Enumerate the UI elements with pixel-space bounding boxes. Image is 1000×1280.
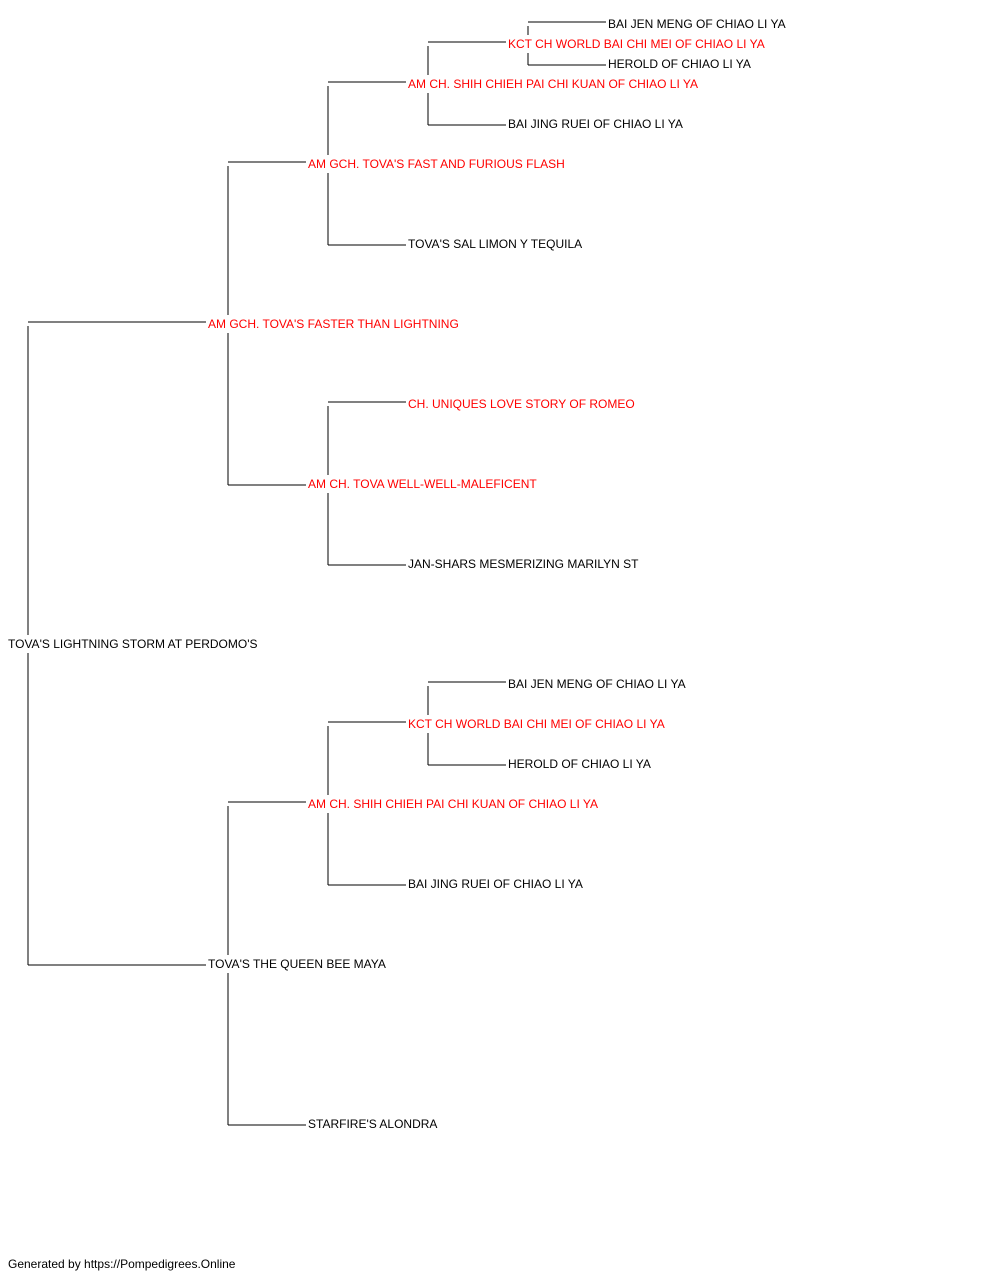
dog-name-sire: AM GCH. TOVA'S FASTER THAN LIGHTNING	[208, 317, 459, 331]
dog-name-sire-sire-dam: TOVA'S SAL LIMON Y TEQUILA	[408, 237, 582, 251]
dog-name-sire-dam: AM CH. TOVA WELL-WELL-MALEFICENT	[308, 477, 537, 491]
dog-name-subject: TOVA'S LIGHTNING STORM AT PERDOMO'S	[8, 637, 258, 651]
dog-name-dam-sire-sire: KCT CH WORLD BAI CHI MEI OF CHIAO LI YA	[408, 717, 665, 731]
dog-name-sire-sire-sire: AM CH. SHIH CHIEH PAI CHI KUAN OF CHIAO …	[408, 77, 698, 91]
dog-name-sire-sire-sire-dam: BAI JING RUEI OF CHIAO LI YA	[508, 117, 683, 131]
dog-name-dam-sire-sire-dam: HEROLD OF CHIAO LI YA	[508, 757, 651, 771]
dog-name-dam-dam: STARFIRE'S ALONDRA	[308, 1117, 437, 1131]
footer-credit: Generated by https://Pompedigrees.Online	[8, 1257, 236, 1271]
dog-name-dam-sire-dam: BAI JING RUEI OF CHIAO LI YA	[408, 877, 583, 891]
dog-name-dam: TOVA'S THE QUEEN BEE MAYA	[208, 957, 386, 971]
pedigree-labels: TOVA'S LIGHTNING STORM AT PERDOMO'S AM GC…	[8, 17, 786, 1131]
dog-name-ssss-sire: BAI JEN MENG OF CHIAO LI YA	[608, 17, 786, 31]
dog-name-ssss-dam: HEROLD OF CHIAO LI YA	[608, 57, 751, 71]
dog-name-sire-dam-sire: CH. UNIQUES LOVE STORY OF ROMEO	[408, 397, 635, 411]
dog-name-sire-dam-dam: JAN-SHARS MESMERIZING MARILYN ST	[408, 557, 639, 571]
dog-name-dam-sire: AM CH. SHIH CHIEH PAI CHI KUAN OF CHIAO …	[308, 797, 598, 811]
dog-name-sire-sire-sire-sire: KCT CH WORLD BAI CHI MEI OF CHIAO LI YA	[508, 37, 765, 51]
pedigree-connectors	[27, 21, 606, 1126]
dog-name-sire-sire: AM GCH. TOVA'S FAST AND FURIOUS FLASH	[308, 157, 565, 171]
dog-name-dam-sire-sire-sire: BAI JEN MENG OF CHIAO LI YA	[508, 677, 686, 691]
